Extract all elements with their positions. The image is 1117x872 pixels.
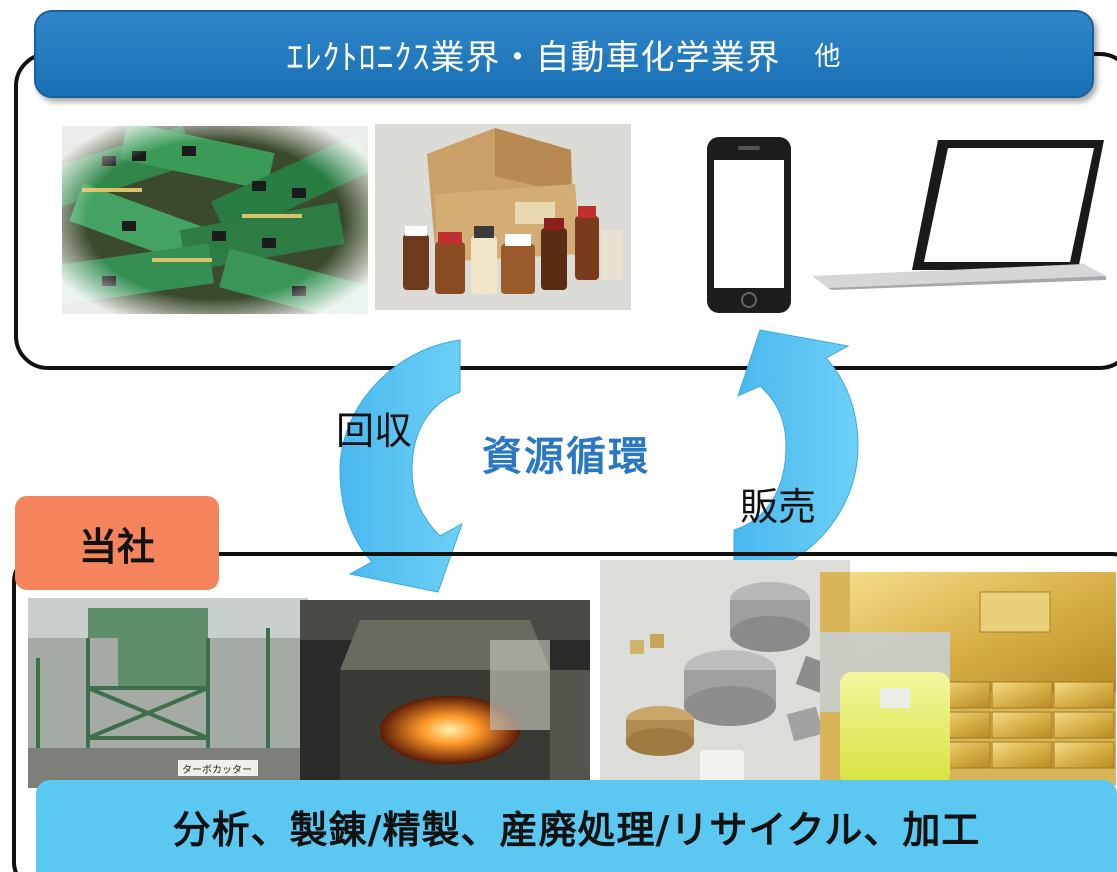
chemical-bottles-icon <box>375 124 631 310</box>
sales-label: 販売 <box>740 485 817 529</box>
services-banner: 分析、製錬/精製、産廃処理/リサイクル、加工 <box>36 780 1117 872</box>
industries-banner-text: ｴﾚｸﾄﾛﾆｸｽ業界・自動車化学業界 <box>286 37 781 78</box>
metal-targets-icon <box>600 560 850 790</box>
collection-label: 回収 <box>336 409 413 453</box>
laptop-icon <box>808 130 1110 290</box>
gold-bars-icon <box>820 572 1116 786</box>
company-frame <box>12 552 1117 872</box>
furnace-icon <box>300 600 590 788</box>
company-tag: 当社 <box>15 496 219 590</box>
industries-other-label: 他 <box>814 41 842 72</box>
factory-plant-icon: ターボカッター <box>28 598 308 788</box>
svg-text:ターボカッター: ターボカッター <box>182 764 252 776</box>
circuit-boards-icon <box>62 126 368 314</box>
smartphone-icon <box>706 136 792 314</box>
collection-arrow <box>339 339 463 593</box>
resource-cycle-title: 資源循環 <box>482 434 650 480</box>
industries-banner: ｴﾚｸﾄﾛﾆｸｽ業界・自動車化学業界 他 <box>34 10 1094 98</box>
sales-arrow <box>733 329 859 581</box>
